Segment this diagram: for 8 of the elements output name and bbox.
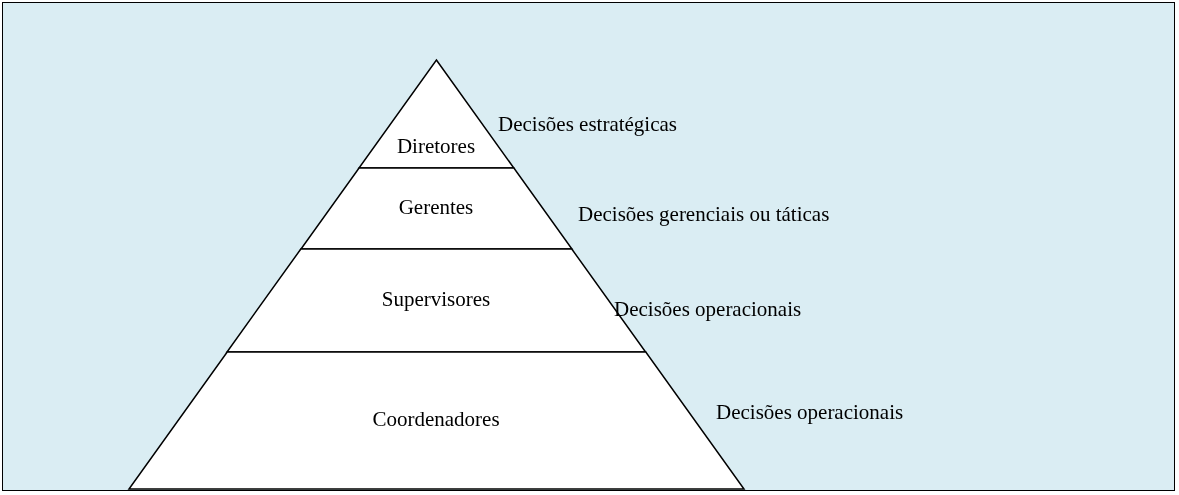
decision-level-label: Decisões operacionais: [614, 297, 802, 321]
tier-label: Supervisores: [381, 286, 491, 311]
decision-level-label: Decisões operacionais: [716, 400, 904, 424]
decision-level-label: Decisões estratégicas: [498, 112, 677, 136]
tier-label: Gerentes: [398, 194, 474, 219]
tier-label: Diretores: [396, 134, 476, 158]
tier-label: Coordenadores: [372, 406, 500, 431]
decision-level-label: Decisões gerenciais ou táticas: [578, 202, 830, 226]
